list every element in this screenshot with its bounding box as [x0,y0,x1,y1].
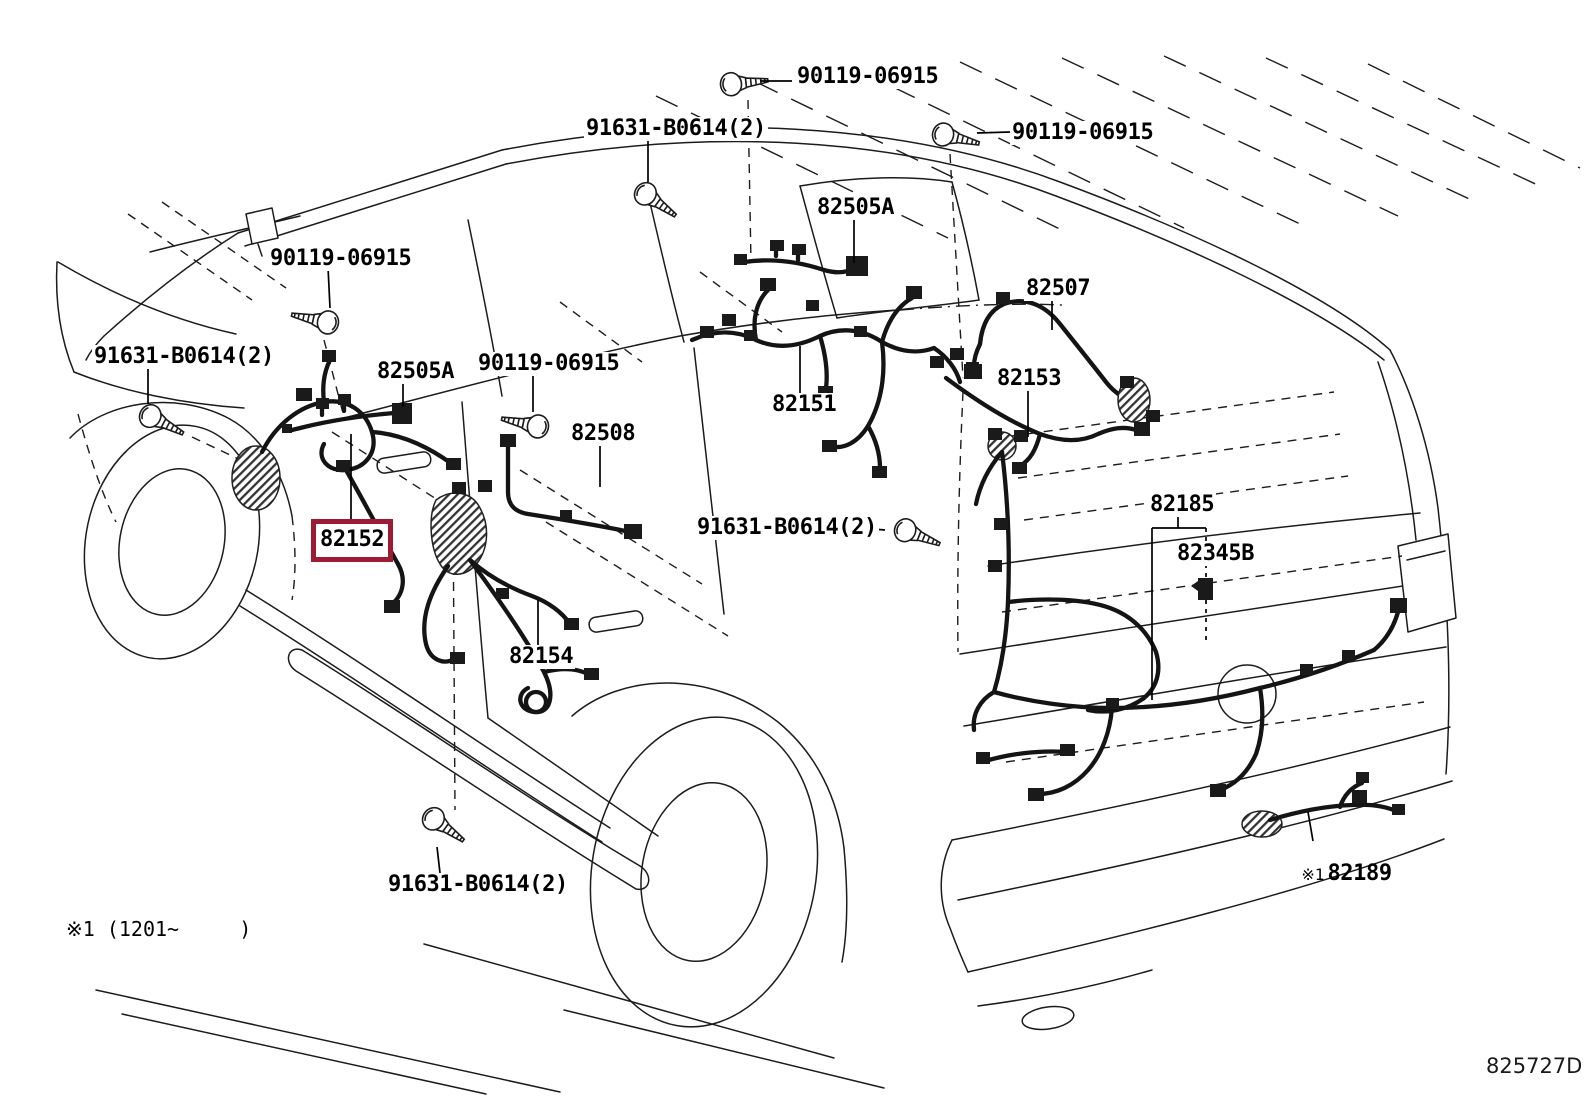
harness-82505a-left [289,394,412,433]
diagram-code: 825727D [1486,1054,1583,1078]
harness-82154-rear-door [422,480,599,715]
part-label-82152-highlighted[interactable]: 82152 [311,519,394,562]
part-label-90119-06915-top[interactable]: 90119-06915 [795,64,941,89]
harness-82508 [500,434,642,539]
harness-82152-front-door [231,350,461,613]
part-label-90119-06915-left[interactable]: 90119-06915 [268,246,414,271]
harness-82505a-top [734,240,868,276]
harness-82151-floor [689,278,963,478]
part-label-82505a-top[interactable]: 82505A [815,195,897,220]
part-label-91631-b0614-top[interactable]: 91631-B0614(2) [584,116,768,141]
harnesses [231,240,1407,838]
part-number-82189: 82189 [1327,861,1392,886]
part-label-91631-b0614-bottom[interactable]: 91631-B0614(2) [386,872,570,897]
production-date-footnote: ※1 (1201~ ) [66,917,252,941]
harness-82185-back-door [971,428,1407,801]
part-label-82508[interactable]: 82508 [569,421,638,446]
part-label-91631-b0614-mid[interactable]: 91631-B0614(2) [695,515,879,540]
part-label-82507[interactable]: 82507 [1024,276,1093,301]
part-label-82153[interactable]: 82153 [995,366,1064,391]
harness-82153-rear [930,348,1150,474]
car-body-outline [55,126,1457,1095]
part-label-90119-06915-mid[interactable]: 90119-06915 [476,351,622,376]
part-label-90119-06915-right[interactable]: 90119-06915 [1010,120,1156,145]
part-label-82505a-left[interactable]: 82505A [375,359,457,384]
part-label-82185[interactable]: 82185 [1148,492,1217,517]
part-label-82345b[interactable]: 82345B [1175,541,1257,566]
leader-lines [147,80,1314,874]
harness-82507-roof [964,292,1160,423]
harness-82189-bumper [1241,772,1405,838]
part-label-82154[interactable]: 82154 [507,644,576,669]
phantom-lines [77,55,1581,811]
part-label-82151[interactable]: 82151 [770,392,839,417]
part-number-82152: 82152 [320,527,385,552]
part-label-91631-b0614-left[interactable]: 91631-B0614(2) [92,344,276,369]
footnote-marker: ※1 [1301,865,1325,884]
